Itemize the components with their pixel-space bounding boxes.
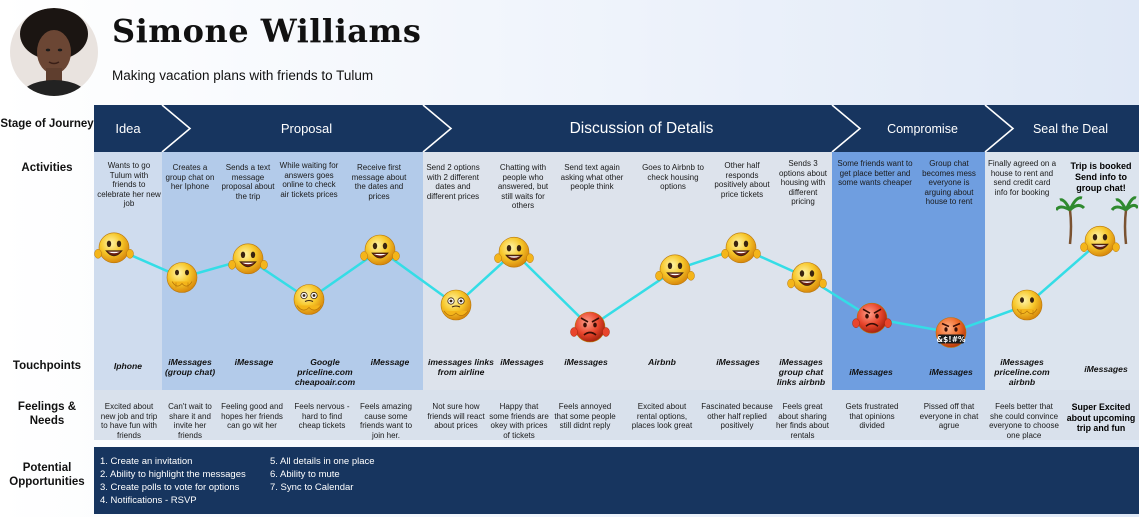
column-idea [94, 152, 162, 390]
activity-4: While waiting for answers goes online to… [279, 161, 339, 199]
touchpoint-8: iMessages [564, 357, 608, 367]
touchpoint-13: iMessages [929, 367, 973, 377]
touchpoint-10: iMessages [716, 357, 760, 367]
emotion-nervous-icon [293, 284, 325, 315]
emotion-grinning-icon [494, 236, 534, 268]
stage-seal-the-deal: Seal the Deal [1032, 121, 1109, 136]
feeling-8: Feels annoyed that some people still did… [554, 402, 616, 430]
emotion-grinning-icon [228, 243, 268, 275]
touchpoint-7: iMessages [500, 357, 544, 367]
stage-compromise: Compromise [887, 121, 958, 136]
emotion-angry-icon [852, 302, 892, 334]
row-label-touchpoints: Touchpoints [12, 360, 82, 372]
touchpoint-4: Google priceline.com cheapoair.com [294, 357, 356, 387]
touchpoint-9: Airbnb [648, 357, 676, 367]
activity-13: Group chat becomes mess everyone is argu… [922, 159, 976, 206]
feeling-1: Excited about new job and trip to have f… [100, 402, 158, 440]
opportunity-7: 7. Sync to Calendar [270, 482, 354, 493]
persona-photo [10, 8, 98, 96]
feeling-3: Feeling good and hopes her friends can g… [221, 402, 283, 430]
activity-5: Receive first message about the dates an… [351, 163, 407, 201]
stage-proposal: Proposal [280, 121, 333, 136]
stage-idea: Idea [115, 121, 141, 136]
activity-10: Other half responds positively about pri… [714, 161, 770, 199]
feeling-4: Feels nervous - hard to find cheap ticke… [294, 402, 350, 430]
opportunity-3: 3. Create polls to vote for options [100, 482, 240, 493]
palm-trees-icon [1056, 196, 1138, 245]
activity-14: Finally agreed on a house to rent and se… [987, 159, 1057, 197]
touchpoint-12: iMessages [849, 367, 893, 377]
feeling-7: Happy that some friends are okey with pr… [489, 402, 549, 440]
touchpoint-2: iMessages (group chat) [164, 357, 216, 377]
column-seal [985, 152, 1139, 390]
opportunity-5: 5. All details in one place [270, 456, 375, 467]
emotion-angry-icon [570, 311, 610, 343]
row-label-activities: Activities [21, 162, 73, 174]
emotion-grinning-icon [1080, 225, 1120, 257]
opportunity-6: 6. Ability to mute [270, 469, 340, 480]
feeling-9: Excited about rental options, places loo… [631, 402, 693, 430]
persona-subtitle: Making vacation plans with friends to Tu… [112, 68, 374, 83]
activity-6: Send 2 options with 2 different dates an… [426, 163, 480, 201]
feeling-12: Gets frustrated that opinions divided [845, 402, 899, 430]
emotion-grinning-icon [721, 232, 761, 264]
row-label-feelings: Feelings & Needs [17, 401, 77, 427]
row-label-stage: Stage of Journey [0, 118, 94, 130]
opportunity-2: 2. Ability to highlight the messages [100, 469, 246, 480]
activity-2: Creates a group chat on her Iphone [165, 163, 215, 191]
feeling-2: Can't wait to share it and invite her fr… [168, 402, 212, 440]
feeling-14: Feels better that she could convince eve… [989, 402, 1059, 440]
feeling-11: Feels great about sharing her finds abou… [776, 402, 829, 440]
emotion-grinning-icon [787, 262, 827, 293]
emotion-cursing-icon: &$!#% [935, 317, 967, 348]
activity-3: Sends a text message proposal about the … [221, 163, 275, 201]
stage-discussion: Discussion of Detalis [569, 119, 714, 137]
persona-name: Simone Williams [112, 12, 422, 50]
touchpoint-5: iMessage [370, 357, 410, 367]
stage-chevrons [161, 105, 1015, 152]
feeling-13: Pissed off that everyone in chat agrue [919, 402, 979, 430]
activity-1: Wants to go Tulum with friends to celebr… [97, 161, 161, 208]
touchpoint-11: iMessages group chat links airbnb [776, 357, 826, 387]
stage-band [94, 105, 1139, 152]
activity-7: Chatting with people who answered, but s… [497, 163, 549, 210]
feeling-6: Not sure how friends will react about pr… [427, 402, 485, 430]
column-discussion [423, 152, 832, 390]
row-label-opportunities: Potential Opportunities [9, 462, 85, 488]
emotion-peeking-icon [166, 262, 198, 293]
activity-12: Some friends want to get place better an… [837, 159, 913, 187]
activity-11: Sends 3 options about housing with diffe… [778, 159, 828, 206]
feeling-5: Feels amazing cause some friends want to… [359, 402, 413, 440]
feelings-band [94, 390, 1139, 440]
touchpoint-14: iMessages priceline.com airbnb [994, 357, 1050, 387]
feeling-10: Fascinated because other half replied po… [701, 402, 773, 430]
touchpoint-6: imessages links from airline [428, 357, 494, 377]
touchpoint-15: iMessages [1084, 364, 1128, 374]
emotion-grinning-icon [94, 232, 134, 264]
column-compromise [832, 152, 985, 390]
activity-15: Trip is booked Send info to group chat! [1070, 161, 1132, 193]
touchpoint-3: iMessage [234, 357, 274, 367]
opportunities-band [94, 447, 1139, 514]
opportunity-1: 1. Create an invitation [100, 456, 193, 467]
emotion-peeking-icon [1011, 289, 1043, 321]
cursing-symbols: &$!#% [937, 335, 966, 344]
emotion-grinning-icon [655, 254, 695, 286]
activity-9: Goes to Airbnb to check housing options [642, 163, 704, 191]
feeling-15: Super Excited about upcoming trip and fu… [1066, 402, 1136, 433]
touchpoint-1: Iphone [113, 361, 143, 371]
activity-8: Send text again asking what other people… [560, 163, 624, 191]
opportunity-4: 4. Notifications - RSVP [100, 495, 197, 506]
emotion-grinning-icon [360, 234, 400, 266]
emotion-nervous-icon [440, 289, 472, 321]
